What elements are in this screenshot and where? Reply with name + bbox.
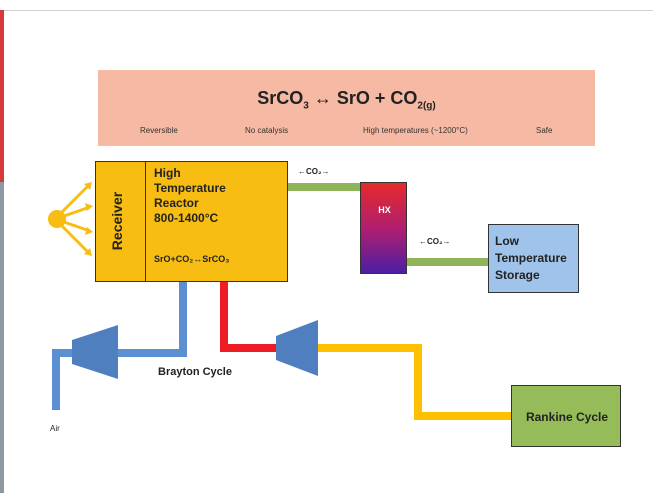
storage-label: Low Temperature Storage	[495, 234, 567, 282]
co2-flow-label-1: ←CO₂→	[298, 167, 330, 176]
brayton-pipe	[118, 282, 187, 357]
brayton-cycle-label: Brayton Cycle	[158, 366, 232, 378]
low-temperature-storage: Low Temperature Storage	[488, 224, 579, 293]
condition-no-catalysis: No catalysis	[245, 126, 289, 135]
rankine-cycle-block: Rankine Cycle	[511, 385, 621, 447]
reaction-equation: SrCO3 ↔ SrO + CO2(g)	[257, 88, 436, 112]
rankine-pipe	[318, 344, 511, 420]
reactor-title: High Temperature Reactor 800-1400°C	[154, 166, 226, 225]
reactor-equation: SrO+CO₂↔SrCO₃	[154, 254, 230, 264]
receiver-divider	[145, 162, 146, 281]
rankine-turbine-icon	[276, 320, 318, 376]
air-label: Air	[50, 424, 60, 433]
condition-high-temperatures: High temperatures (~1200°C)	[363, 126, 468, 135]
left-accent-bar-gray	[0, 182, 4, 493]
brayton-turbine-icon	[72, 325, 118, 379]
reactor-block: Receiver High Temperature Reactor 800-14…	[95, 161, 288, 282]
left-accent-bar-red	[0, 10, 4, 182]
air-inlet-pipe	[52, 349, 72, 410]
hx-label: HX	[378, 205, 391, 215]
sun-icon	[48, 182, 93, 256]
red-pipe	[220, 282, 276, 352]
condition-safe: Safe	[536, 126, 553, 135]
heat-exchanger: HX	[360, 182, 407, 274]
reaction-banner: SrCO3 ↔ SrO + CO2(g) Reversible No catal…	[98, 70, 595, 146]
receiver-label: Receiver	[109, 191, 125, 251]
rankine-label: Rankine Cycle	[525, 410, 609, 424]
condition-reversible: Reversible	[140, 126, 178, 135]
top-divider	[0, 10, 653, 11]
co2-flow-label-2: ←CO₂→	[419, 237, 451, 246]
